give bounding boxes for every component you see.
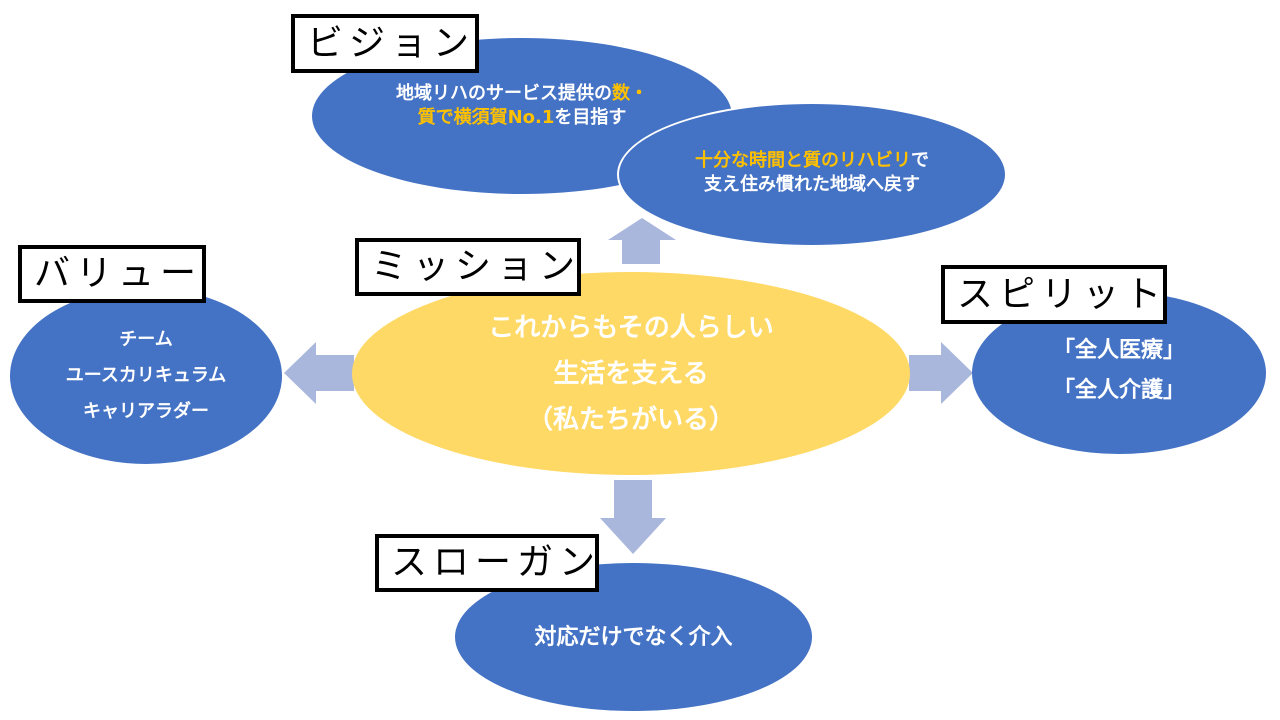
arrow-left-icon (284, 342, 316, 404)
vision-sub-ellipse: 十分な時間と質のリハビリで 支え住み慣れた地域へ戻す (617, 102, 1007, 247)
value-item: チーム (119, 329, 173, 350)
mission-ellipse: これからもその人らしい 生活を支える （私たちがいる） (352, 272, 910, 475)
value-ellipse: チーム ユースカリキュラム キャリアラダー (10, 288, 282, 464)
spirit-label: スピリット (941, 265, 1167, 324)
arrow-up-shaft (622, 238, 660, 264)
arrow-up-icon (608, 218, 676, 240)
mission-line1: これからもその人らしい (488, 312, 774, 343)
vision-main-highlight-2: 質で横須賀No.1 (417, 107, 555, 128)
arrow-right-shaft (909, 355, 941, 391)
mission-line2: 生活を支える (553, 358, 709, 389)
vision-sub-line1: 十分な時間と質のリハビリで (695, 149, 929, 171)
arrow-left-shaft (316, 355, 354, 391)
vision-main-line1: 地域リハのサービス提供の数・ (396, 83, 648, 104)
vision-main-highlight-1: 数・ (612, 83, 648, 104)
value-label: バリュー (18, 245, 206, 303)
mission-label: ミッション (355, 238, 581, 296)
value-item: ユースカリキュラム (65, 365, 227, 386)
spirit-item: 「全人医療」 (1052, 338, 1185, 363)
vision-sub-line2: 支え住み慣れた地域へ戻す (704, 173, 920, 195)
slogan-label: スローガン (375, 534, 599, 592)
arrow-right-icon (941, 342, 973, 404)
vision-main-line2: 質で横須賀No.1を目指す (417, 107, 627, 128)
value-item: キャリアラダー (83, 401, 209, 422)
arrow-down-icon (600, 518, 666, 554)
vision-label: ビジョン (291, 14, 479, 73)
arrow-down-shaft (614, 480, 652, 518)
spirit-item: 「全人介護」 (1052, 378, 1185, 403)
vision-sub-highlight: 十分な時間と質のリハビリ (695, 149, 911, 171)
mission-line3: （私たちがいる） (526, 404, 735, 435)
slogan-text: 対応だけでなく介入 (534, 625, 733, 650)
